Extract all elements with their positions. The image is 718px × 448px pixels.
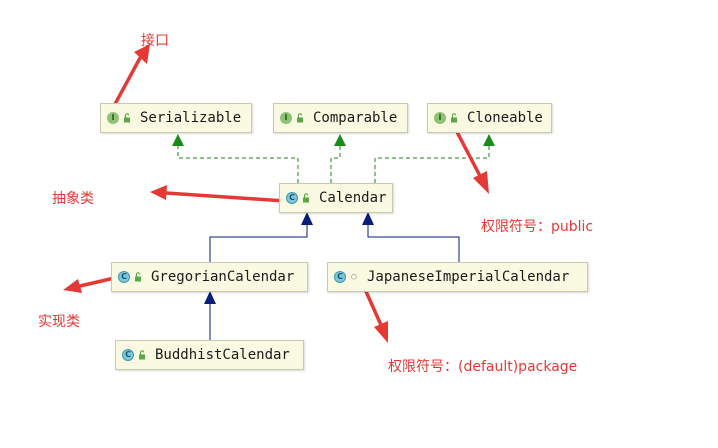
node-label: JapaneseImperialCalendar — [367, 269, 570, 285]
extends-calendar-arrowhead-left — [301, 212, 313, 225]
interface-annotation: 接口 — [141, 33, 169, 49]
serializable-node[interactable]: I Serializable — [100, 103, 252, 133]
unlock-icon — [122, 113, 132, 123]
extends-japanese-line — [367, 224, 460, 262]
implements-comparable-line — [330, 145, 341, 183]
implements-cloneable-arrowhead — [483, 134, 495, 146]
calendar-node[interactable]: C Calendar — [279, 183, 393, 213]
implements-serializable-line — [177, 145, 299, 183]
japanese-imperial-calendar-node[interactable]: C ○ JapaneseImperialCalendar — [327, 262, 588, 292]
class-icon: C — [334, 271, 346, 283]
extends-gregorian-arrowhead — [204, 291, 216, 304]
node-label: Calendar — [319, 190, 387, 206]
unlock-icon — [301, 193, 311, 203]
class-icon: C — [122, 349, 134, 361]
gregorian-calendar-node[interactable]: C GregorianCalendar — [111, 262, 308, 292]
implements-comparable-arrowhead — [334, 134, 346, 146]
abstract-class-icon: C — [286, 192, 298, 204]
node-label: Serializable — [140, 110, 242, 126]
class-icon: C — [118, 271, 130, 283]
node-label: GregorianCalendar — [151, 269, 295, 285]
access-public-annotation-arrow — [454, 128, 489, 194]
extends-calendar-arrowhead-right — [362, 212, 374, 225]
access-default-annotation: 权限符号：(default)package — [388, 359, 578, 375]
unlock-icon — [449, 113, 459, 123]
access-default-annotation-arrow — [362, 285, 388, 343]
interface-icon: I — [434, 112, 446, 124]
cloneable-node[interactable]: I Cloneable — [427, 103, 552, 133]
unlock-icon — [133, 272, 143, 282]
node-label: BuddhistCalendar — [155, 347, 290, 363]
extends-gregorian-line — [209, 224, 308, 262]
unlock-icon — [137, 350, 147, 360]
node-label: Cloneable — [467, 110, 543, 126]
interface-icon: I — [280, 112, 292, 124]
comparable-node[interactable]: I Comparable — [273, 103, 408, 133]
abstract-class-annotation-arrow — [150, 185, 287, 203]
package-private-icon: ○ — [351, 272, 357, 282]
node-label: Comparable — [313, 110, 398, 126]
unlock-icon — [295, 113, 305, 123]
buddhist-calendar-node[interactable]: C BuddhistCalendar — [115, 340, 304, 370]
impl-class-annotation: 实现类 — [38, 314, 80, 330]
implements-serializable-arrowhead — [172, 134, 184, 146]
abstract-class-annotation: 抽象类 — [52, 191, 94, 207]
interface-icon: I — [107, 112, 119, 124]
access-public-annotation: 权限符号：public — [481, 219, 594, 235]
